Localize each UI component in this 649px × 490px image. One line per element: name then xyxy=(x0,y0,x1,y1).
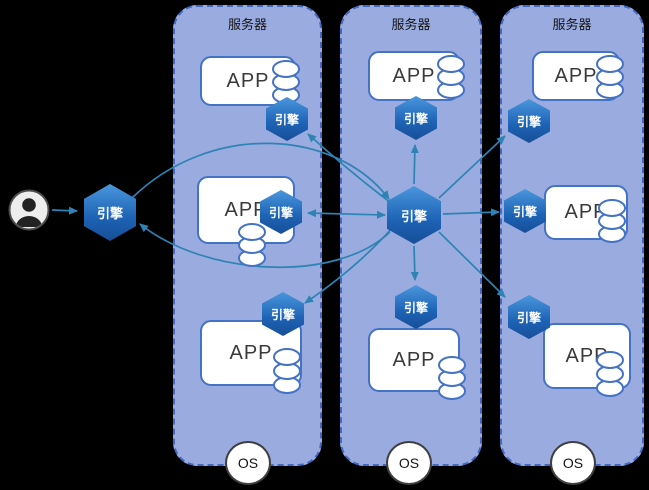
database-icon xyxy=(595,349,625,404)
server-label: 服务器 xyxy=(227,17,267,32)
engine-label: 引擎 xyxy=(268,205,293,220)
database-icon xyxy=(437,354,467,407)
database-icon xyxy=(272,346,302,401)
arrow-user-to-engine xyxy=(51,206,78,215)
os-label: OS xyxy=(237,455,259,471)
database-icon xyxy=(436,53,466,106)
os-badge: OS xyxy=(550,441,596,485)
engine-label: 引擎 xyxy=(274,112,299,127)
engine-label: 引擎 xyxy=(516,114,541,129)
os-label: OS xyxy=(398,455,420,471)
engine-label: 引擎 xyxy=(96,206,123,221)
os-badge: OS xyxy=(386,441,432,485)
user-icon xyxy=(8,189,50,231)
app-label: APP xyxy=(392,64,436,87)
engine-label: 引擎 xyxy=(403,300,428,315)
app-label: APP xyxy=(554,64,598,87)
engine-label: 引擎 xyxy=(512,204,537,219)
database-icon xyxy=(597,197,627,250)
app-label: APP xyxy=(226,69,270,92)
engine-label: 引擎 xyxy=(400,208,427,224)
os-label: OS xyxy=(562,455,584,471)
server-label: 服务器 xyxy=(552,17,592,32)
database-icon xyxy=(595,53,625,106)
engine-hexagon-client: 引擎 xyxy=(84,184,136,241)
app-label: APP xyxy=(564,201,608,223)
app-label: APP xyxy=(224,198,268,221)
server-label: 服务器 xyxy=(391,17,431,32)
app-label: APP xyxy=(392,348,436,371)
app-label: APP xyxy=(229,341,273,364)
os-badge: OS xyxy=(225,441,271,485)
database-icon xyxy=(237,221,267,274)
engine-label: 引擎 xyxy=(403,111,428,126)
engine-label: 引擎 xyxy=(270,307,295,322)
engine-label: 引擎 xyxy=(516,310,541,325)
